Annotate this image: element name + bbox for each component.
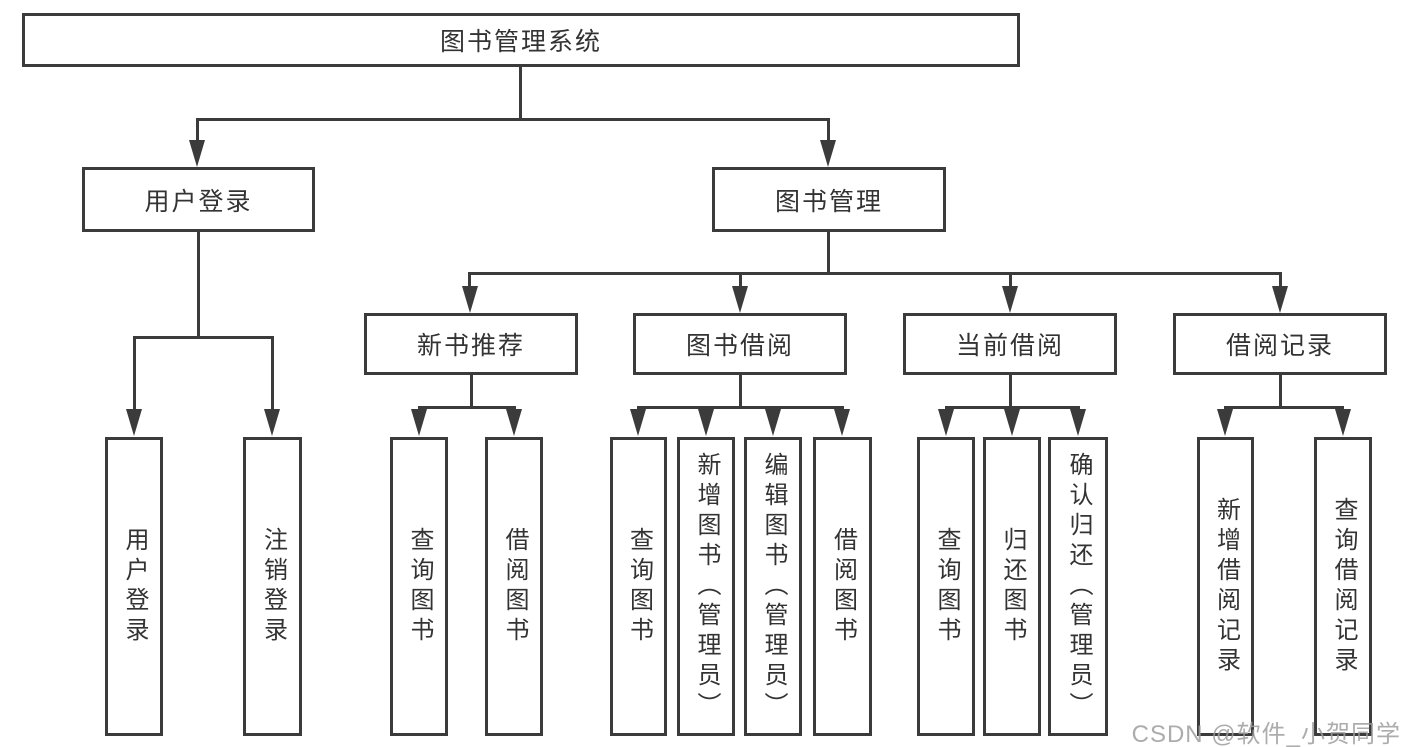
connector-line (739, 375, 742, 408)
node-user-login: 用户登录 (82, 167, 315, 232)
connector-line (133, 338, 136, 410)
leaf-logout-label: 注销登录 (259, 526, 287, 647)
arrow-down-icon (189, 140, 205, 167)
leaf-bb-query-book: 查询图书 (610, 437, 667, 736)
arrow-down-icon (820, 140, 836, 167)
connector-line (1009, 375, 1012, 408)
leaf-cb-query-book-label: 查询图书 (933, 526, 960, 647)
leaf-cb-confirm-return: 确认归还（管理员） (1048, 437, 1108, 736)
leaf-cb-confirm-return-label: 确认归还（管理员） (1065, 451, 1092, 722)
leaf-user-login: 用户登录 (105, 437, 163, 736)
leaf-br-add-record-label: 新增借阅记录 (1212, 496, 1240, 677)
leaf-bb-borrow-book: 借阅图书 (813, 437, 872, 736)
leaf-bb-borrow-book-label: 借阅图书 (829, 526, 857, 647)
connector-line (196, 120, 199, 142)
connector-line (519, 67, 522, 120)
leaf-user-login-label: 用户登录 (121, 526, 148, 647)
csdn-watermark: CSDN @软件_小贺同学 (1131, 721, 1401, 747)
leaf-cb-query-book: 查询图书 (917, 437, 975, 736)
connector-line (133, 336, 274, 339)
leaf-nb-query-book-label: 查询图书 (406, 526, 433, 647)
connector-line (197, 232, 200, 339)
leaf-br-add-record: 新增借阅记录 (1197, 437, 1254, 736)
connector-line (739, 274, 742, 288)
arrow-down-icon (1335, 409, 1351, 436)
leaf-bb-query-book-label: 查询图书 (625, 526, 653, 647)
connector-line (945, 406, 1080, 409)
node-book-management-label: 图书管理 (774, 187, 883, 216)
arrow-down-icon (834, 409, 850, 436)
leaf-bb-edit-book: 编辑图书（管理员） (744, 437, 802, 736)
arrow-down-icon (630, 409, 646, 436)
connector-line (468, 274, 471, 288)
arrow-down-icon (1070, 409, 1086, 436)
arrow-down-icon (732, 286, 748, 313)
arrow-down-icon (506, 409, 522, 436)
arrow-down-icon (938, 409, 954, 436)
node-book-management: 图书管理 (712, 167, 946, 232)
node-current-borrow: 当前借阅 (903, 313, 1117, 375)
leaf-logout: 注销登录 (243, 437, 302, 736)
node-borrow-record-label: 借阅记录 (1225, 332, 1334, 360)
arrow-down-icon (1002, 286, 1018, 313)
connector-line (827, 120, 830, 142)
arrow-down-icon (698, 409, 714, 436)
connector-line (196, 118, 830, 121)
connector-line (418, 406, 516, 409)
leaf-cb-return-book: 归还图书 (983, 437, 1041, 736)
connector-line (1279, 375, 1282, 408)
connector-line (271, 338, 274, 410)
connector-line (1279, 274, 1282, 288)
node-book-borrow: 图书借阅 (633, 313, 847, 375)
arrow-down-icon (1272, 286, 1288, 313)
node-new-book-recommend-label: 新书推荐 (416, 332, 525, 360)
arrow-down-icon (411, 409, 427, 436)
connector-line (1224, 406, 1344, 409)
node-root: 图书管理系统 (22, 13, 1020, 67)
leaf-br-query-record-label: 查询借阅记录 (1330, 496, 1357, 677)
leaf-br-query-record: 查询借阅记录 (1314, 437, 1372, 736)
node-root-label: 图书管理系统 (439, 28, 602, 56)
arrow-down-icon (462, 286, 478, 313)
leaf-nb-borrow-book: 借阅图书 (485, 437, 543, 736)
node-new-book-recommend: 新书推荐 (364, 313, 578, 375)
leaf-bb-edit-book-label: 编辑图书（管理员） (760, 451, 787, 722)
connector-line (827, 232, 830, 274)
node-current-borrow-label: 当前借阅 (955, 332, 1064, 360)
arrow-down-icon (1217, 409, 1233, 436)
node-borrow-record: 借阅记录 (1173, 313, 1387, 375)
connector-line (1009, 274, 1012, 288)
arrow-down-icon (264, 409, 280, 436)
node-book-borrow-label: 图书借阅 (685, 332, 794, 360)
arrow-down-icon (765, 409, 781, 436)
leaf-bb-add-book-label: 新增图书（管理员） (693, 451, 720, 722)
node-user-login-label: 用户登录 (144, 187, 253, 216)
arrow-down-icon (1004, 409, 1020, 436)
connector-line (468, 272, 1282, 275)
leaf-cb-return-book-label: 归还图书 (999, 526, 1026, 647)
leaf-nb-query-book: 查询图书 (390, 437, 448, 736)
arrow-down-icon (126, 409, 142, 436)
leaf-bb-add-book: 新增图书（管理员） (677, 437, 735, 736)
connector-line (637, 406, 844, 409)
leaf-nb-borrow-book-label: 借阅图书 (501, 526, 528, 647)
connector-line (470, 375, 473, 408)
